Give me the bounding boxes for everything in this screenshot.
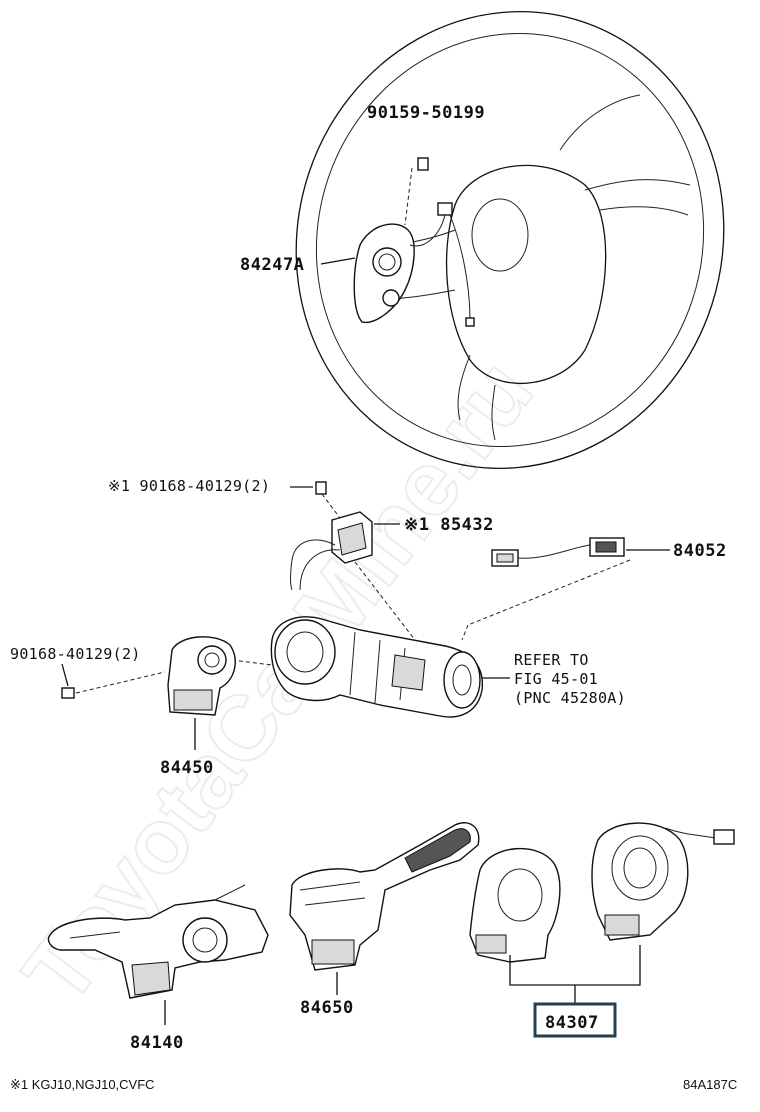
refer-line-1: REFER TO xyxy=(514,651,589,669)
horn-switch xyxy=(353,202,475,327)
label-ignition-switch: 84450 xyxy=(160,758,214,778)
label-spiral-cable: 84307 xyxy=(545,1013,599,1033)
label-horn-switch: 84247A xyxy=(240,255,304,275)
refer-line-3: (PNC 45280A) xyxy=(514,689,626,707)
label-harness: 84052 xyxy=(673,541,727,561)
label-screw-left: 90168-40129(2) xyxy=(10,645,141,663)
horn-bolt xyxy=(404,157,429,226)
steering-column xyxy=(270,616,484,718)
highlight-box xyxy=(533,1002,617,1038)
refer-line-2: FIG 45-01 xyxy=(514,670,598,688)
footnote: ※1 KGJ10,NGJ10,CVFC xyxy=(10,1077,155,1092)
spiral-cable-left xyxy=(469,847,561,963)
label-turn-signal-switch: 84140 xyxy=(130,1033,184,1053)
screw-top xyxy=(315,481,341,519)
spiral-cable-right xyxy=(591,822,735,941)
label-wiper-switch: 84650 xyxy=(300,998,354,1018)
wire-harness xyxy=(461,537,631,641)
screw-left xyxy=(61,671,166,699)
steering-sensor xyxy=(290,511,373,591)
turn-signal-switch xyxy=(47,884,269,999)
ignition-switch xyxy=(167,636,236,716)
label-screw-top: ※1 90168-40129(2) xyxy=(108,477,270,495)
wiper-switch xyxy=(289,822,480,971)
label-horn-bolt: 90159-50199 xyxy=(367,103,485,123)
figure-id: 84A187C xyxy=(683,1077,737,1092)
label-sensor: ※1 85432 xyxy=(404,515,494,535)
